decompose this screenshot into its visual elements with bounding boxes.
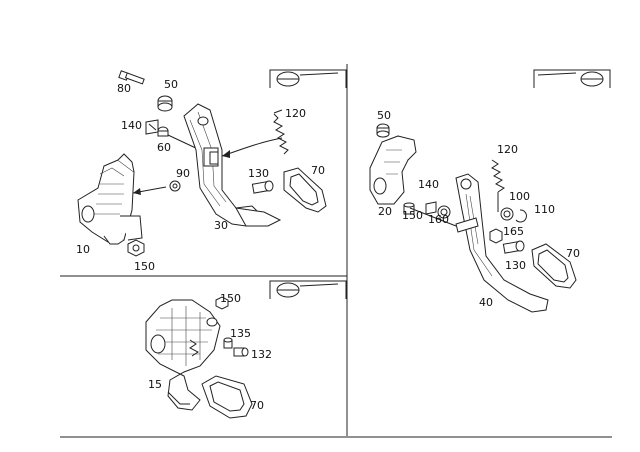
- callout-50: 50: [377, 109, 391, 122]
- nut-150: [215, 296, 229, 310]
- right-assembly: [369, 123, 577, 313]
- callout-15: 15: [148, 378, 162, 391]
- brake-pedal-30: [183, 103, 282, 227]
- pedal-pad-70: [283, 167, 327, 213]
- callout-135: 135: [230, 327, 251, 340]
- pedal-unit-15: [145, 299, 221, 411]
- bushing-50: [376, 123, 390, 138]
- callout-120: 120: [497, 143, 518, 156]
- callout-100: 100: [509, 190, 530, 203]
- callout-130: 130: [505, 259, 526, 272]
- callout-10: 10: [76, 243, 90, 256]
- washer-160: [437, 205, 451, 219]
- callout-160: 160: [428, 213, 449, 226]
- callout-132: 132: [251, 348, 272, 361]
- callout-60: 60: [157, 141, 171, 154]
- clip-110: [515, 209, 527, 223]
- callout-110: 110: [534, 203, 555, 216]
- top-left-assembly: [77, 70, 327, 257]
- nut-150: [127, 239, 145, 257]
- bolt-80: [118, 70, 145, 85]
- bushing-60: [157, 126, 169, 137]
- callout-150: 150: [220, 292, 241, 305]
- bushing-50: [157, 95, 173, 112]
- arrow-line: [221, 137, 283, 157]
- bottom-left-assembly: [145, 296, 253, 419]
- pedal-bracket-10: [77, 153, 143, 245]
- spring-120: [491, 159, 505, 212]
- callout-70: 70: [250, 399, 264, 412]
- bolt-90: [169, 180, 181, 192]
- clip-140: [145, 119, 159, 135]
- pin-130: [251, 180, 274, 194]
- steering-wheel-icon: [269, 69, 347, 88]
- pin-130: [502, 240, 525, 254]
- washer-100: [500, 207, 514, 221]
- callout-165: 165: [503, 225, 524, 238]
- spring-120: [273, 109, 289, 155]
- clip-140: [425, 201, 437, 215]
- steering-wheel-icon: [269, 280, 347, 299]
- callout-80: 80: [117, 82, 131, 95]
- callout-150: 150: [134, 260, 155, 273]
- pedal-40: [409, 173, 549, 313]
- callout-70: 70: [566, 247, 580, 260]
- callout-90: 90: [176, 167, 190, 180]
- callout-30: 30: [214, 219, 228, 232]
- nut-165: [489, 228, 503, 244]
- pedal-pad-70: [201, 375, 253, 419]
- callout-20: 20: [378, 205, 392, 218]
- pedal-bracket-20: [369, 135, 417, 205]
- callout-50: 50: [164, 78, 178, 91]
- arrow-head: [133, 188, 141, 195]
- callout-140: 140: [121, 119, 142, 132]
- callout-120: 120: [285, 107, 306, 120]
- callout-150: 150: [402, 209, 423, 222]
- callout-70: 70: [311, 164, 325, 177]
- steering-wheel-icon: [533, 69, 611, 88]
- arrow-head: [222, 150, 230, 158]
- pin-132: [233, 347, 249, 357]
- pedal-pad-70: [531, 243, 577, 289]
- callout-140: 140: [418, 178, 439, 191]
- callout-40: 40: [479, 296, 493, 309]
- bushing-135: [223, 337, 233, 349]
- callout-130: 130: [248, 167, 269, 180]
